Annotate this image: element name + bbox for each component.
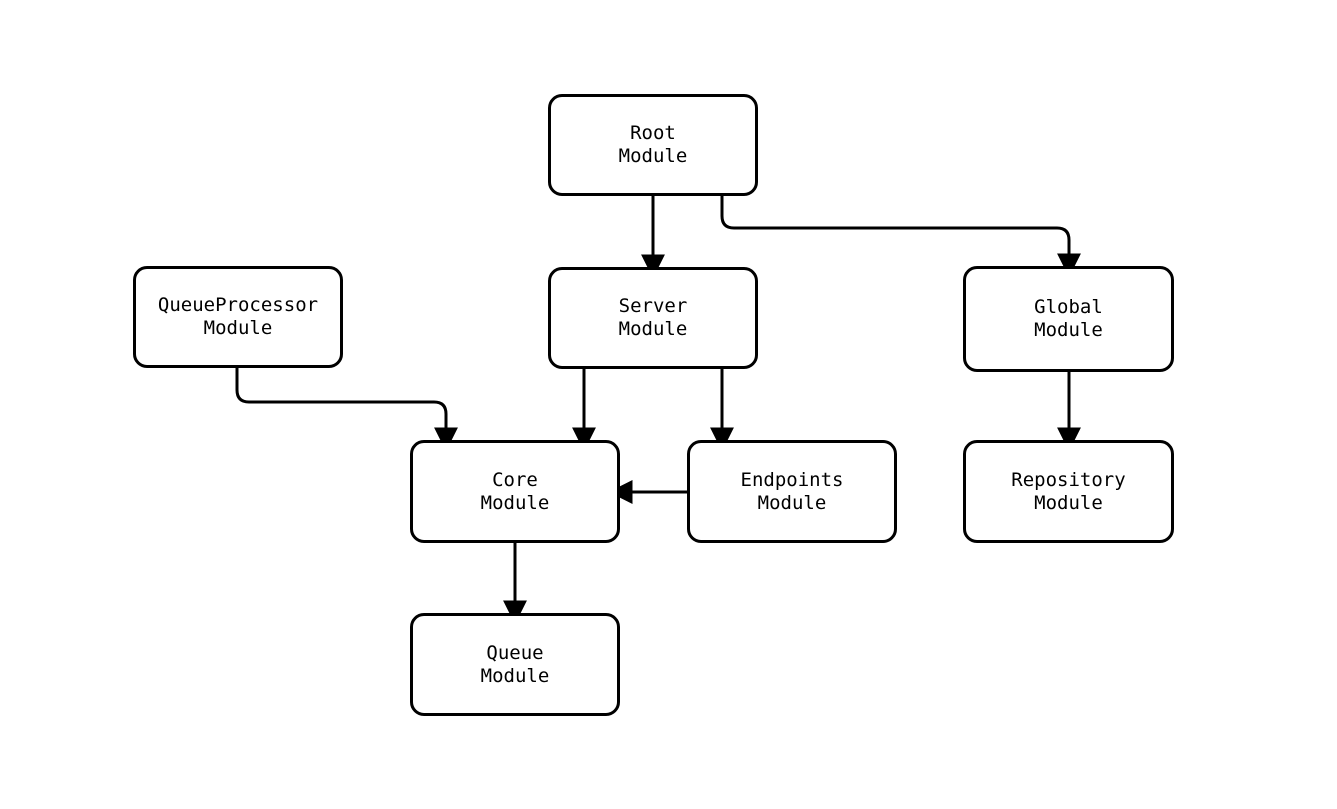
node-server[interactable]: Server Module	[548, 267, 758, 369]
node-core-label: Core Module	[480, 468, 550, 514]
edge-root-global	[720, 196, 1081, 278]
node-queue-label: Queue Module	[480, 641, 550, 687]
node-global-label: Global Module	[1034, 296, 1103, 341]
node-global[interactable]: Global Module	[963, 266, 1174, 372]
node-endpoints[interactable]: Endpoints Module	[687, 440, 897, 543]
node-endpoints-label: Endpoints Module	[740, 468, 844, 514]
node-queueprocessor[interactable]: QueueProcessor Module	[133, 266, 343, 368]
node-repository-label: Repository Module	[1011, 468, 1126, 514]
node-core[interactable]: Core Module	[410, 440, 620, 543]
node-server-label: Server Module	[618, 295, 688, 340]
node-root-label: Root Module	[618, 122, 688, 167]
edge-queueprocessor-core	[235, 368, 458, 452]
node-repository[interactable]: Repository Module	[963, 440, 1174, 543]
node-queueprocessor-label: QueueProcessor Module	[157, 294, 319, 339]
edge-group	[235, 196, 1081, 625]
node-root[interactable]: Root Module	[548, 94, 758, 196]
node-queue[interactable]: Queue Module	[410, 613, 620, 716]
